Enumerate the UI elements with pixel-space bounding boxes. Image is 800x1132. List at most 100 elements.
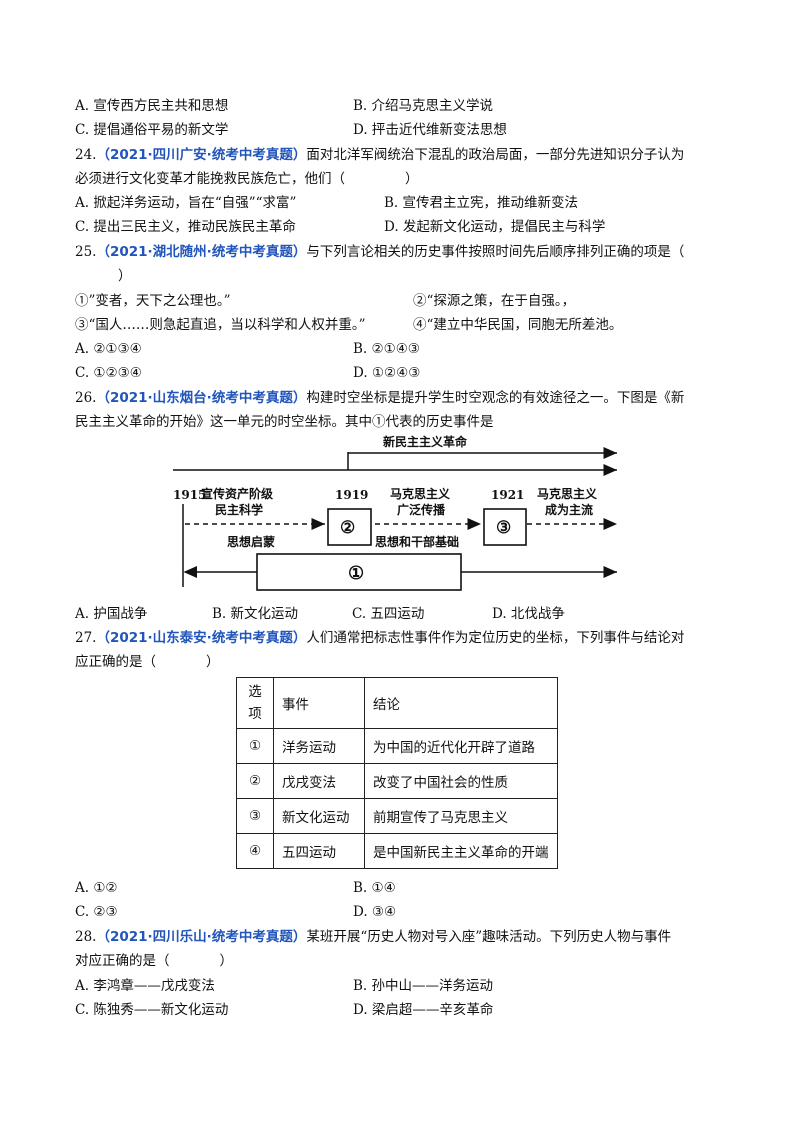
q26-option-d: D. 北伐战争 (492, 606, 565, 622)
q25-option-c: C. ①②③④ (75, 365, 142, 381)
q27-stem-end: ） (206, 654, 220, 670)
q27-stem-text1: 人们通常把标志性事件作为定位历史的坐标，下列事件与结论对 (306, 630, 685, 646)
table-cell: ② (236, 763, 274, 799)
q28-stem-line1: 28.（2021·四川乐山·统考中考真题）某班开展“历史人物对号入座”趣味活动。… (75, 927, 671, 947)
q28-stem-line2: 对应正确的是（ ） (75, 951, 233, 971)
q26-stem-text1: 构建时空坐标是提升学生时空观念的有效途径之一。下图是《新 (306, 390, 685, 406)
q28-option-d: D. 梁启超——辛亥革命 (353, 1002, 494, 1018)
q27-table: 选项 事件 结论 ① 洋务运动 为中国的近代化开辟了道路 ② 戊戌变法 改变了中… (236, 677, 558, 869)
q28-option-c: C. 陈独秀——新文化运动 (75, 1002, 229, 1018)
table-cell: ③ (236, 798, 274, 834)
q24-stem-text1: 面对北洋军阀统治下混乱的政治局面，一部分先进知识分子认为 (306, 147, 685, 163)
q25-option-a: A. ②①③④ (75, 341, 142, 357)
q25-stem-end: ） (118, 268, 132, 284)
table-header-row: 选项 事件 结论 (236, 677, 558, 729)
box-3-label: ③ (496, 518, 511, 538)
q24-option-d: D. 发起新文化运动，提倡民主与科学 (384, 219, 606, 235)
seg2-label-line2: 广泛传播 (397, 502, 446, 517)
q26-option-a: A. 护国战争 (75, 606, 148, 622)
q23-option-a: A. 宣传西方民主共和思想 (75, 98, 229, 114)
header-option: 选项 (248, 684, 262, 722)
q25-number: 25. (75, 244, 97, 260)
q28-source: （2021·四川乐山·统考中考真题） (96, 929, 307, 945)
q27-option-c: C. ②③ (75, 904, 118, 920)
q25-statement-4: ④“建立中华民国，同胞无所差池。 (413, 317, 623, 333)
table-cell: 改变了中国社会的性质 (364, 763, 558, 799)
table-cell: 为中国的近代化开辟了道路 (364, 728, 558, 764)
q28-stem-text1: 某班开展“历史人物对号入座”趣味活动。下列历史人物与事件 (306, 929, 672, 945)
q26-number: 26. (75, 390, 97, 406)
q25-stem-text1: 与下列言论相关的历史事件按照时间先后顺序排列正确的项是（ (306, 244, 685, 260)
q24-stem-text2: 必须进行文化变革才能挽救民族危亡，他们（ (75, 171, 345, 187)
q24-option-c: C. 提出三民主义，推动民族民主革命 (75, 219, 296, 235)
q25-statement-3: ③“国人……则急起直追，当以科学和人权并重。” (75, 317, 366, 333)
q27-option-d: D. ③④ (353, 904, 397, 920)
q23-option-c: C. 提倡通俗平易的新文学 (75, 122, 229, 138)
box-3 (483, 508, 527, 546)
q25-stem-line1: 25.（2021·湖北随州·统考中考真题）与下列言论相关的历史事件按照时间先后顺… (75, 242, 684, 262)
table-row: ④ 五四运动 是中国新民主主义革命的开端 (236, 833, 558, 869)
box-2-label: ② (340, 518, 355, 538)
table-header-cell: 事件 (273, 677, 365, 729)
seg1-label-line1: 宣传资产阶级 (201, 486, 273, 501)
q26-option-c: C. 五四运动 (352, 606, 425, 622)
q23-option-d: D. 抨击近代维新变法思想 (353, 122, 507, 138)
table-cell: 前期宣传了马克思主义 (364, 798, 558, 834)
box-2 (327, 508, 372, 546)
table-cell: 戊戌变法 (273, 763, 365, 799)
q27-stem-line1: 27.（2021·山东泰安·统考中考真题）人们通常把标志性事件作为定位历史的坐标… (75, 628, 684, 648)
q24-number: 24. (75, 147, 97, 163)
q27-option-a: A. ①② (75, 880, 118, 896)
q24-option-b: B. 宣传君主立宪，推动维新变法 (384, 195, 579, 211)
table-row: ① 洋务运动 为中国的近代化开辟了道路 (236, 728, 558, 764)
q25-option-d: D. ①②④③ (353, 365, 421, 381)
seg1-label-line2: 民主科学 (215, 502, 263, 517)
seg2-label-line1: 马克思主义 (390, 486, 451, 501)
seg3-label-line1: 马克思主义 (537, 486, 598, 501)
under-label-2: 思想和干部基础 (375, 534, 459, 549)
q24-stem-end: ） (405, 171, 419, 187)
q28-stem-end: ） (219, 953, 234, 969)
q24-option-a: A. 掀起洋务运动，旨在“自强”“求富” (75, 195, 297, 211)
box-1-label: ① (348, 563, 364, 584)
q27-option-b: B. ①④ (353, 880, 396, 896)
table-header-cell: 选项 (236, 677, 274, 729)
q25-option-b: B. ②①④③ (353, 341, 420, 357)
timeline-top-label: 新民主主义革命 (383, 434, 468, 449)
q28-option-b: B. 孙中山——洋务运动 (353, 978, 494, 994)
table-cell: 五四运动 (273, 833, 365, 869)
q25-source: （2021·湖北随州·统考中考真题） (96, 244, 307, 260)
q27-source: （2021·山东泰安·统考中考真题） (96, 630, 307, 646)
q25-statement-2: ②“探源之策，在于自强。， (413, 293, 576, 309)
q24-stem-line2: 必须进行文化变革才能挽救民族危亡，他们（ ） (75, 169, 419, 189)
table-row: ② 戊戌变法 改变了中国社会的性质 (236, 763, 558, 799)
under-label-1: 思想启蒙 (227, 534, 275, 549)
table-cell: 新文化运动 (273, 798, 365, 834)
table-cell: ① (236, 728, 274, 764)
q28-number: 28. (75, 929, 97, 945)
year-1915: 1915 (173, 488, 206, 502)
q28-stem-text2: 对应正确的是（ (75, 953, 170, 969)
table-cell: 洋务运动 (273, 728, 365, 764)
q24-source: （2021·四川广安·统考中考真题） (96, 147, 307, 163)
q27-number: 27. (75, 630, 97, 646)
q26-source: （2021·山东烟台·统考中考真题） (96, 390, 307, 406)
q24-stem-line1: 24.（2021·四川广安·统考中考真题）面对北洋军阀统治下混乱的政治局面，一部… (75, 145, 684, 165)
box-1 (256, 553, 462, 591)
q27-stem-text2: 应正确的是（ (75, 654, 156, 670)
table-header-cell: 结论 (364, 677, 558, 729)
q25-statement-1: ①”变者，天下之公理也。” (75, 293, 231, 309)
q26-option-b: B. 新文化运动 (212, 606, 299, 622)
q26-stem-line1: 26.（2021·山东烟台·统考中考真题）构建时空坐标是提升学生时空观念的有效途… (75, 388, 684, 408)
seg3-label-line2: 成为主流 (545, 502, 593, 517)
year-1919: 1919 (335, 488, 368, 502)
q26-stem-line2: 民主主义革命的开始》这一单元的时空坐标。其中①代表的历史事件是 (75, 414, 494, 430)
table-cell: 是中国新民主主义革命的开端 (364, 833, 558, 869)
table-row: ③ 新文化运动 前期宣传了马克思主义 (236, 798, 558, 834)
table-cell: ④ (236, 833, 274, 869)
q28-option-a: A. 李鸿章——戊戌变法 (75, 978, 215, 994)
q23-option-b: B. 介绍马克思主义学说 (353, 98, 494, 114)
timeline-diagram: 新民主主义革命 1915 1919 1921 宣传资产阶级 民主科学 马克思主义… (173, 434, 617, 591)
q27-stem-line2: 应正确的是（ ） (75, 652, 220, 672)
year-1921: 1921 (491, 488, 524, 502)
